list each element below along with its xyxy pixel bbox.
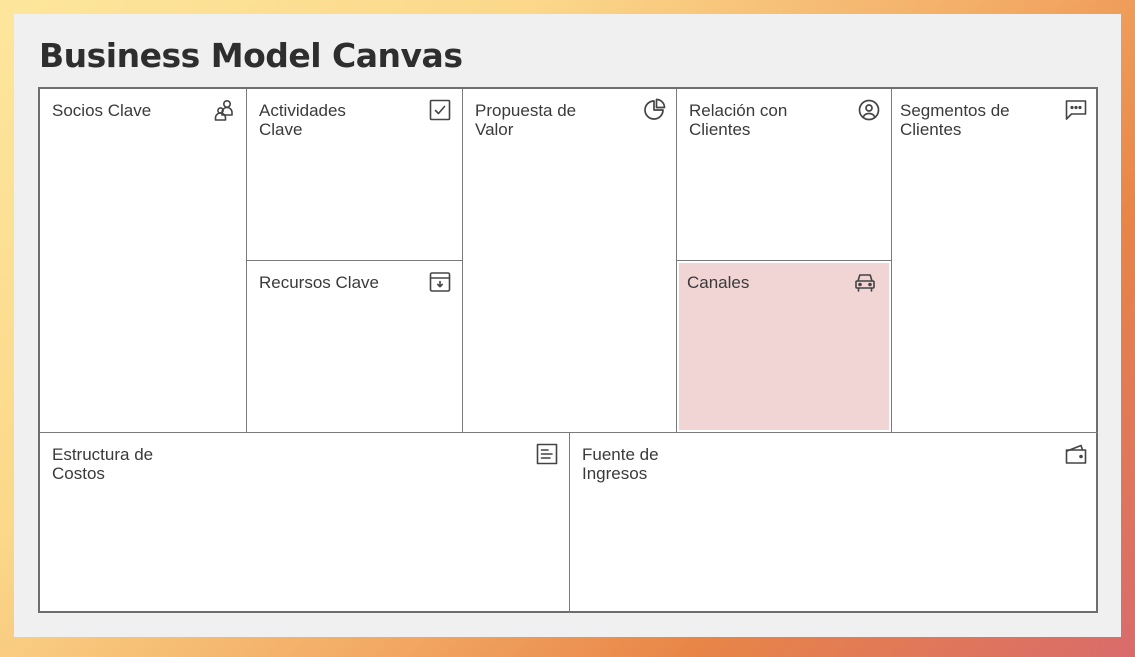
users-icon — [212, 98, 236, 122]
block-propuesta-de-valor[interactable]: Propuesta de Valor — [462, 89, 676, 432]
block-label: Recursos Clave — [259, 273, 379, 292]
car-icon — [853, 270, 877, 294]
business-model-canvas: Socios Clave Actividades Clave Recursos … — [38, 87, 1098, 613]
checkbox-icon — [428, 98, 452, 122]
block-segmentos-de-clientes[interactable]: Segmentos de Clientes — [891, 89, 1098, 432]
block-label: Propuesta de Valor — [475, 101, 577, 139]
block-label: Segmentos de Clientes — [900, 101, 1010, 139]
block-label: Socios Clave — [52, 101, 152, 120]
block-estructura-de-costos[interactable]: Estructura de Costos — [40, 432, 569, 613]
block-label: Canales — [687, 273, 750, 292]
block-socios-clave[interactable]: Socios Clave — [40, 89, 246, 432]
user-circle-icon — [857, 98, 881, 122]
document-lines-icon — [535, 442, 559, 466]
block-canales[interactable]: Canales — [676, 260, 891, 432]
block-fuente-de-ingresos[interactable]: Fuente de Ingresos — [569, 432, 1098, 613]
canales-highlight — [677, 261, 891, 432]
block-label: Estructura de Costos — [52, 445, 154, 483]
block-label: Relación con Clientes — [689, 101, 788, 139]
wallet-icon — [1064, 442, 1088, 466]
block-recursos-clave[interactable]: Recursos Clave — [246, 260, 462, 432]
block-actividades-clave[interactable]: Actividades Clave — [246, 89, 462, 260]
block-relacion-con-clientes[interactable]: Relación con Clientes — [676, 89, 891, 260]
page-title: Business Model Canvas — [39, 36, 463, 75]
archive-box-icon — [428, 270, 452, 294]
block-label: Fuente de Ingresos — [582, 445, 659, 483]
chat-bubble-icon — [1064, 98, 1088, 122]
block-label: Actividades Clave — [259, 101, 346, 139]
pie-chart-icon — [642, 98, 666, 122]
